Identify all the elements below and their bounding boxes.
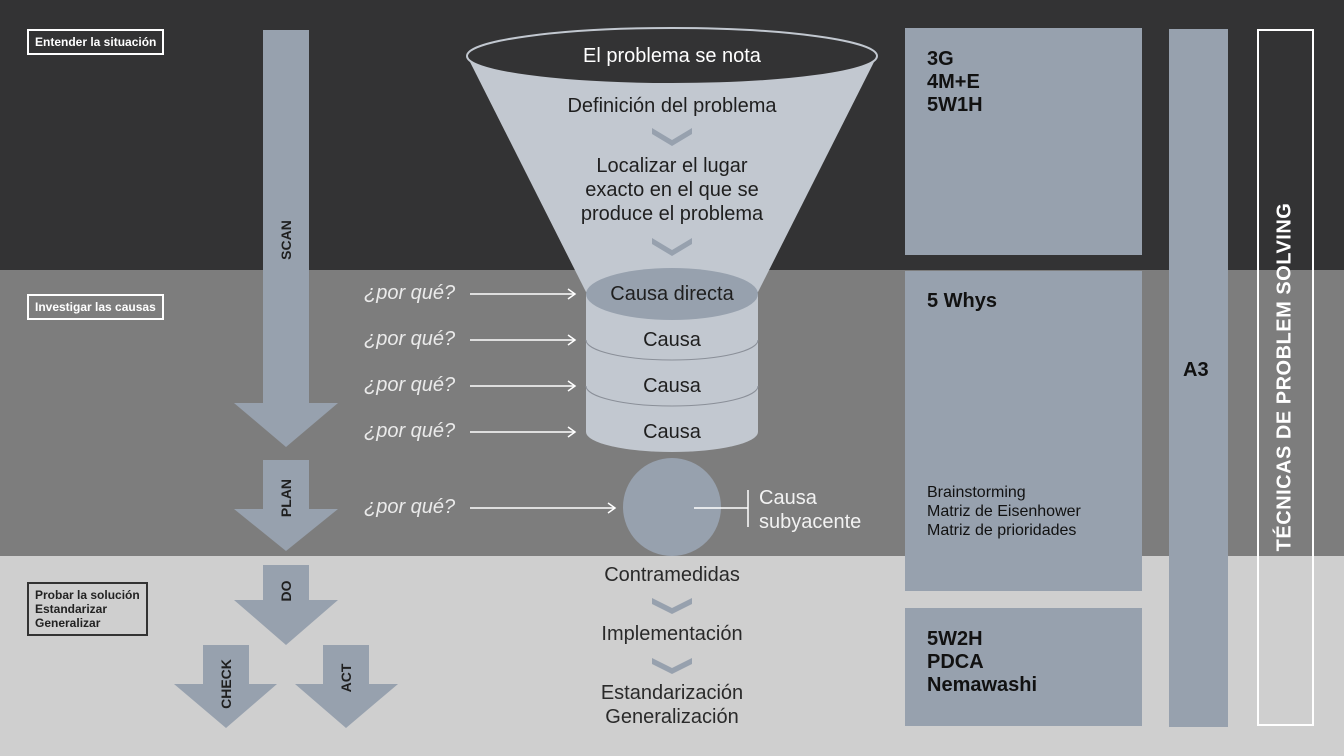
plan-arrow [234, 460, 338, 551]
chevron-icon [652, 598, 692, 614]
root-cause-label: Causa subyacente [759, 487, 862, 533]
root-cause-circle [623, 458, 721, 556]
panel-understand-tools: 3G 4M+E 5W1H [927, 48, 983, 116]
act-arrow [295, 645, 398, 728]
direct-cause-label: Causa directa [610, 283, 734, 305]
cause-label: Causa [643, 375, 701, 397]
stage-understand: Entender la situación [27, 29, 165, 55]
countermeasures-label: Contramedidas [604, 564, 740, 586]
why-label: ¿por qué? [364, 496, 456, 518]
stage-investigate: Investigar las causas [27, 294, 164, 320]
implementation-label: Implementación [601, 623, 743, 645]
panel-understand [905, 28, 1142, 255]
scan-label: SCAN [278, 220, 294, 260]
funnel-top-ellipse [466, 27, 878, 85]
cause-label: Causa [643, 421, 701, 443]
panel-test-tools: 5W2H PDCA Nemawashi [927, 628, 1038, 696]
standardization-label: Estandarización Generalización [600, 682, 744, 728]
why-label: ¿por qué? [364, 282, 456, 304]
locate-problem-label: Localizar el lugar exacto en el que se p… [580, 155, 764, 225]
panel-investigate-title: 5 Whys [927, 290, 998, 312]
do-arrow [234, 565, 338, 645]
panel-a3 [1169, 29, 1228, 727]
chevron-icon [652, 128, 692, 146]
funnel-top-label: El problema se nota [583, 45, 761, 67]
panel-investigate-list: Brainstorming Matriz de Eisenhower Matri… [927, 484, 1081, 539]
problem-definition-label: Definición del problema [567, 95, 777, 117]
direct-cause-disc [586, 268, 758, 320]
chevron-icon [652, 658, 692, 674]
stage-test: Probar la solución Estandarizar Generali… [27, 582, 148, 636]
panel-test [905, 608, 1142, 726]
funnel-body [467, 56, 877, 292]
why-label: ¿por qué? [364, 328, 456, 350]
why-label: ¿por qué? [364, 374, 456, 396]
panel-investigate [905, 271, 1142, 591]
act-label: ACT [338, 663, 354, 693]
why-label: ¿por qué? [364, 420, 456, 442]
scan-arrow [234, 30, 338, 447]
cause-label: Causa [643, 329, 701, 351]
chevron-icon [652, 238, 692, 256]
check-label: CHECK [218, 659, 234, 709]
side-title: TÉCNICAS DE PROBLEM SOLVING [1273, 202, 1296, 552]
a3-label: A3 [1183, 359, 1209, 381]
plan-label: PLAN [278, 478, 294, 518]
do-label: DO [278, 580, 294, 602]
check-arrow [174, 645, 277, 728]
side-title-box [1257, 29, 1314, 726]
cause-cylinder [586, 294, 758, 452]
